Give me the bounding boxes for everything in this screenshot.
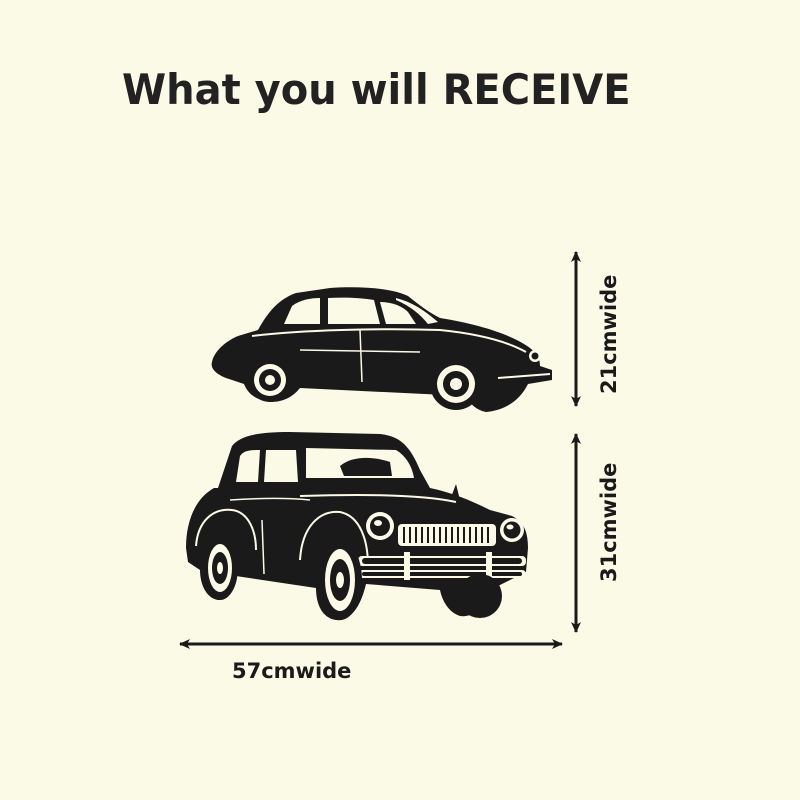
page-title: What you will RECEIVE [122,66,631,115]
width-label: 57cmwide [232,659,351,683]
car1-height-label: 21cmwide [597,275,621,394]
car2-height-label: 31cmwide [597,463,621,582]
classic-car-icon [186,432,528,621]
sedan-car-icon [211,287,552,412]
